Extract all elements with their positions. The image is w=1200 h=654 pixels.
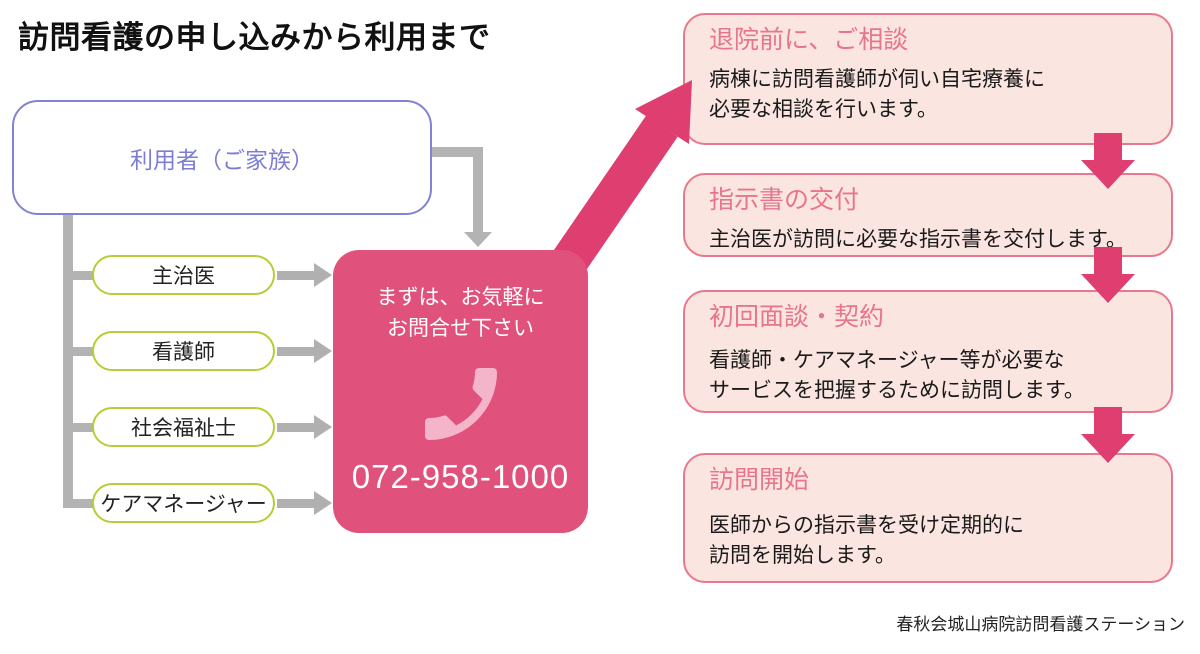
right-arrow-head-icon (314, 415, 332, 439)
step-title: 退院前に、ご相談 (709, 26, 909, 54)
page-title: 訪問看護の申し込みから利用まで (18, 20, 491, 55)
step-title: 訪問開始 (709, 466, 810, 494)
referrer-label: 看護師 (152, 341, 215, 364)
contact-line-2: お問合せ下さい (387, 317, 534, 340)
contact-line-1: まずは、お気軽に (376, 286, 545, 309)
step-body: 病棟に訪問看護師が伺い自宅療養に 必要な相談を行います。 (709, 67, 1045, 121)
phone-number: 072-958-1000 (351, 458, 570, 495)
down-arrow-head-icon (1081, 274, 1135, 303)
phone-handset-icon (413, 354, 509, 454)
step-body: 医師からの指示書を受け定期的に 訪問を開始します。 (709, 513, 1024, 567)
right-arrow-icon (277, 346, 314, 356)
user-family-box: 利用者（ご家族） (12, 100, 432, 215)
down-arrow-icon (1094, 133, 1122, 160)
station-name: 春秋会城山病院訪問看護ステーション (896, 615, 1185, 634)
elbow-connector-line (432, 147, 483, 157)
down-arrow-head-icon (1081, 160, 1135, 189)
referrer-pill-nurse: 看護師 (92, 331, 275, 371)
step-box-first-interview: 初回面談・契約 看護師・ケアマネージャー等が必要な サービスを把握するために訪問… (683, 290, 1173, 413)
right-arrow-head-icon (314, 263, 332, 287)
down-arrow-icon (1094, 407, 1122, 434)
step-title: 初回面談・契約 (709, 303, 885, 331)
referrer-label: 社会福祉士 (131, 417, 236, 440)
right-arrow-icon (277, 498, 314, 508)
right-arrow-head-icon (314, 491, 332, 515)
step-box-instructions: 指示書の交付 主治医が訪問に必要な指示書を交付します。 (683, 173, 1173, 257)
referrer-label: ケアマネージャー (100, 493, 267, 516)
user-family-label: 利用者（ご家族） (130, 146, 314, 173)
diagonal-arrow-icon (550, 80, 692, 277)
step-body: 主治医が訪問に必要な指示書を交付します。 (709, 227, 1127, 251)
right-arrow-icon (277, 270, 314, 280)
contact-box: まずは、お気軽に お問合せ下さい 072-958-1000 (333, 250, 588, 533)
referrer-label: 主治医 (152, 265, 215, 288)
down-arrow-head-icon (464, 232, 492, 247)
down-arrow-icon (1094, 247, 1122, 274)
right-arrow-head-icon (314, 339, 332, 363)
connector-line (66, 498, 94, 508)
connector-line (66, 346, 94, 356)
connector-line (66, 270, 94, 280)
connector-line (66, 422, 94, 432)
referrer-pill-social-worker: 社会福祉士 (92, 407, 275, 447)
step-box-visit-start: 訪問開始 医師からの指示書を受け定期的に 訪問を開始します。 (683, 453, 1173, 583)
referrer-pill-care-manager: ケアマネージャー (92, 483, 275, 523)
step-body: 看護師・ケアマネージャー等が必要な サービスを把握するために訪問します。 (709, 348, 1085, 402)
step-box-consultation: 退院前に、ご相談 病棟に訪問看護師が伺い自宅療養に 必要な相談を行います。 (683, 13, 1173, 145)
down-arrow-head-icon (1081, 434, 1135, 463)
step-title: 指示書の交付 (709, 186, 860, 214)
elbow-connector-line (473, 147, 483, 233)
right-arrow-icon (277, 422, 314, 432)
referrer-pill-doctor: 主治医 (92, 255, 275, 295)
connector-vertical-line (63, 215, 73, 508)
